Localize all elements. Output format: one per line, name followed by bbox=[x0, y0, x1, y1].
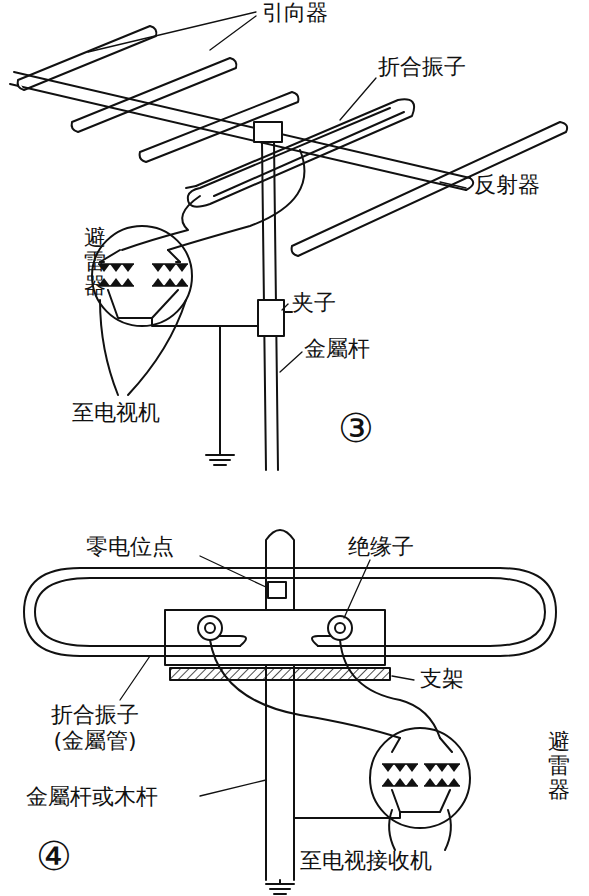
part-label: 金屬杆或木杆 bbox=[26, 784, 158, 810]
part-label: 绝缘子 bbox=[348, 534, 414, 560]
part-label: 至电视接收机 bbox=[300, 848, 432, 874]
part-label: 金屬杆 bbox=[304, 336, 370, 362]
part-label: 避雷器 bbox=[84, 226, 106, 299]
part-label: 折合振子 (金屬管) bbox=[40, 702, 150, 755]
part-label: 零电位点 bbox=[86, 534, 174, 560]
figure-number: ③ bbox=[338, 408, 374, 448]
part-label: 支架 bbox=[420, 666, 464, 692]
part-label: 反射器 bbox=[474, 172, 540, 198]
part-label: 至电视机 bbox=[72, 400, 160, 426]
part-label: 引向器 bbox=[262, 0, 328, 26]
part-label: 折合振子 bbox=[378, 54, 466, 80]
figure-number: ④ bbox=[36, 836, 72, 876]
part-label: 避雷器 bbox=[548, 730, 570, 803]
part-label: 夹子 bbox=[292, 290, 336, 316]
